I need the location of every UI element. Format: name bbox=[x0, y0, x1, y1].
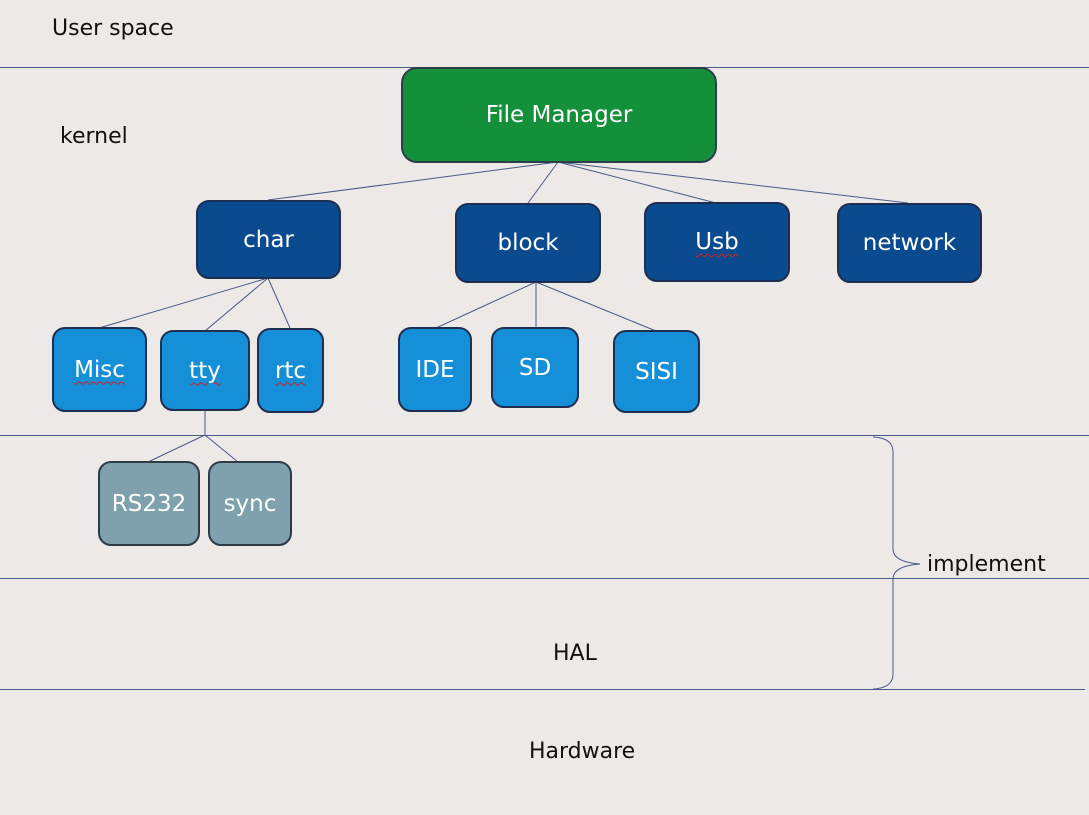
network-node: network bbox=[837, 203, 982, 283]
link-tty-rs232 bbox=[147, 434, 206, 463]
kernel-label: kernel bbox=[60, 124, 128, 149]
ide-label: IDE bbox=[415, 356, 455, 383]
ide-node: IDE bbox=[398, 327, 472, 412]
link-char-tty bbox=[204, 277, 269, 332]
sd-label: SD bbox=[518, 354, 552, 381]
link-fm-block bbox=[527, 161, 559, 204]
file-manager-label: File Manager bbox=[485, 102, 633, 128]
link-fm-char bbox=[267, 161, 559, 201]
misc-label: Misc bbox=[74, 356, 125, 383]
usb-label: Usb bbox=[695, 229, 739, 255]
sync-node: sync bbox=[208, 461, 292, 546]
hal-label: HAL bbox=[553, 641, 597, 666]
sd-node: SD bbox=[491, 327, 579, 408]
tty-node: tty bbox=[160, 330, 250, 411]
link-fm-usb bbox=[557, 161, 717, 204]
rs232-node: RS232 bbox=[98, 461, 200, 546]
tty-label: tty bbox=[189, 357, 221, 384]
hal-hardware-separator bbox=[0, 689, 1085, 690]
link-block-ide bbox=[435, 281, 537, 329]
network-label: network bbox=[862, 230, 957, 256]
link-block-sisi bbox=[535, 281, 657, 332]
implement-hal-separator bbox=[0, 578, 1089, 579]
link-tty-sync bbox=[204, 434, 239, 463]
misc-node: Misc bbox=[52, 327, 147, 412]
link-char-misc bbox=[98, 277, 269, 329]
rs232-label: RS232 bbox=[111, 490, 187, 517]
implement-brace bbox=[872, 436, 921, 690]
usb-node: Usb bbox=[644, 202, 790, 282]
link-char-rtc bbox=[267, 277, 291, 329]
kernel-implement-separator bbox=[0, 435, 1089, 436]
hardware-label: Hardware bbox=[529, 739, 636, 764]
implement-label: implement bbox=[927, 552, 1046, 577]
sisi-node: SISI bbox=[613, 330, 700, 413]
rtc-label: rtc bbox=[274, 357, 307, 384]
sisi-label: SISI bbox=[635, 358, 678, 385]
char-node: char bbox=[196, 200, 341, 279]
link-fm-network bbox=[557, 161, 909, 204]
file-manager-node: File Manager bbox=[401, 67, 717, 163]
block-node: block bbox=[455, 203, 601, 283]
block-label: block bbox=[497, 230, 559, 256]
user-space-label: User space bbox=[52, 16, 174, 41]
char-label: char bbox=[243, 226, 294, 253]
rtc-node: rtc bbox=[257, 328, 324, 413]
sync-label: sync bbox=[223, 490, 277, 517]
